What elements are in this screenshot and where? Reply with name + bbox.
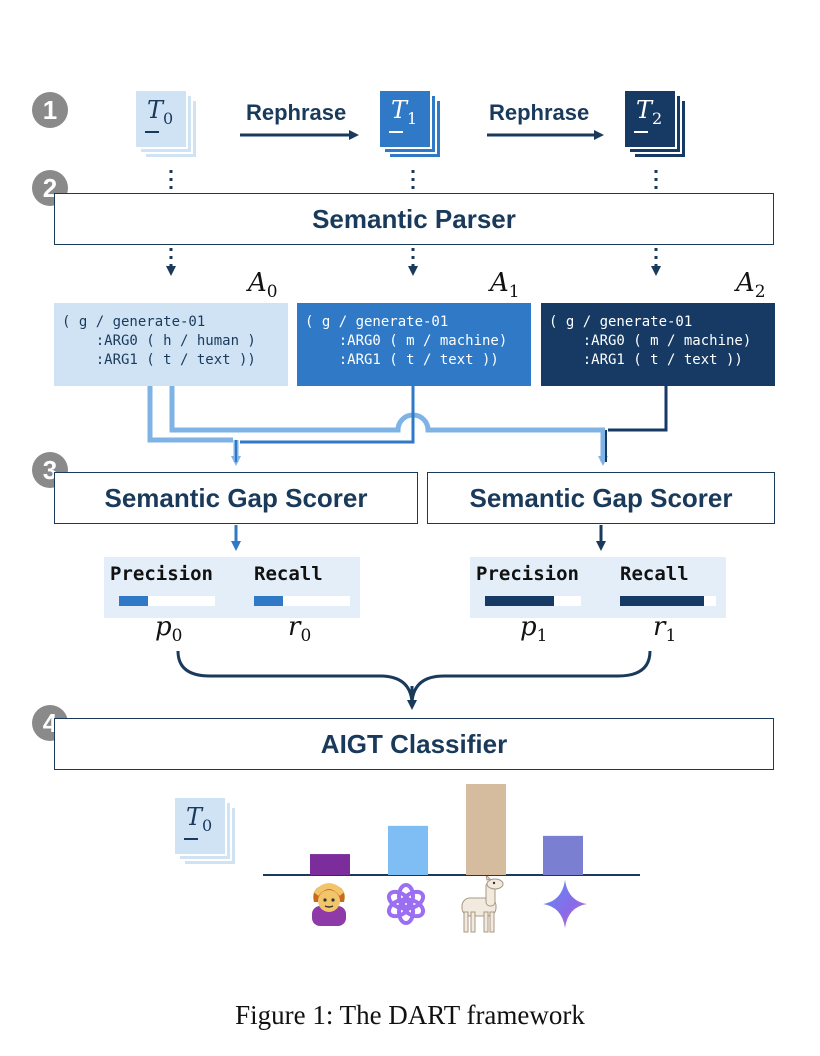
- aigt-classifier-box: AIGT Classifier: [54, 718, 774, 770]
- document-t0: T0: [133, 88, 208, 163]
- semantic-gap-scorer-left: Semantic Gap Scorer: [54, 472, 418, 524]
- document-stack-icon: [134, 89, 198, 159]
- precision-bar: [119, 596, 215, 606]
- document-stack-icon: [378, 89, 442, 159]
- precision-var-p0: p0: [155, 612, 183, 647]
- document-t1: T1: [377, 88, 452, 163]
- metric-panel-1: Precision Recall: [470, 557, 726, 618]
- amr-graph-a1: ( g / generate-01 :ARG0 ( m / machine) :…: [297, 303, 531, 386]
- output-bar-openai: [388, 825, 428, 875]
- doc-label: T0: [186, 803, 213, 835]
- semantic-gap-scorer-right: Semantic Gap Scorer: [427, 472, 775, 524]
- precision-var-p1: p1: [520, 612, 548, 647]
- precision-label: Precision: [476, 563, 579, 585]
- recall-label: Recall: [254, 563, 323, 585]
- step-2-marker: 2: [32, 170, 68, 206]
- openai-icon: [384, 882, 428, 926]
- output-bar-human: [310, 854, 350, 875]
- precision-bar: [485, 596, 581, 606]
- figure-caption: Figure 1: The DART framework: [235, 1000, 585, 1030]
- semantic-parser-box: Semantic Parser: [54, 193, 774, 245]
- recall-var-r1: r1: [653, 612, 677, 647]
- recall-label: Recall: [620, 563, 689, 585]
- document-stack-icon: [623, 89, 687, 159]
- llama-icon: [456, 873, 508, 934]
- doc-label: T2: [636, 96, 663, 128]
- step-1-marker: 1: [32, 92, 68, 128]
- amr-label-a0: A0: [248, 268, 278, 303]
- recall-bar: [254, 596, 350, 606]
- document-stack-icon: [173, 796, 237, 866]
- amr-graph-a0: ( g / generate-01 :ARG0 ( h / human ) :A…: [54, 303, 288, 386]
- rephrase-label-2: Rephrase: [489, 100, 590, 125]
- output-bar-llama: [466, 784, 506, 875]
- doc-label: T0: [147, 96, 174, 128]
- precision-label: Precision: [110, 563, 213, 585]
- amr-graph-a2: ( g / generate-01 :ARG0 ( m / machine) :…: [541, 303, 775, 386]
- merge-brace: [176, 650, 652, 703]
- doc-label: T1: [391, 96, 418, 128]
- gemini-icon: [541, 878, 589, 930]
- amr-label-a1: A1: [490, 268, 520, 303]
- recall-bar: [620, 596, 716, 606]
- amr-label-a2: A2: [736, 268, 766, 303]
- document-t2: T2: [622, 88, 697, 163]
- output-bar-gemini: [543, 835, 583, 875]
- recall-var-r0: r0: [288, 612, 312, 647]
- input-document-t0: T0: [172, 795, 247, 870]
- human-icon: [306, 880, 352, 926]
- rephrase-label-1: Rephrase: [246, 100, 347, 125]
- step-3-marker: 3: [32, 452, 68, 488]
- metric-panel-0: Precision Recall: [104, 557, 360, 618]
